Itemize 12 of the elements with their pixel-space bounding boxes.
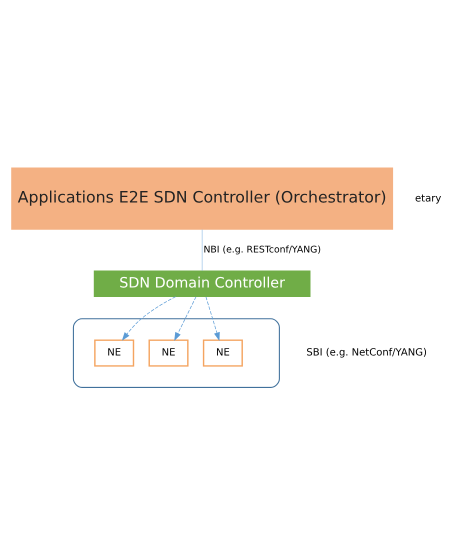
arrow <box>206 296 220 341</box>
node-box: SDN Domain Controller <box>94 270 310 296</box>
node-box: NE <box>148 339 189 366</box>
arrow <box>174 296 196 340</box>
label: SBI (e.g. NetConf/YANG) <box>306 347 427 358</box>
node-box: NE <box>94 339 134 366</box>
edge-label: NBI (e.g. RESTconf/YANG) <box>203 244 321 256</box>
label: etary <box>415 192 442 204</box>
node-box: Applications E2E SDN Controller (Orchestrator) <box>11 167 394 230</box>
node-box: NE <box>202 339 243 366</box>
arrow <box>122 296 176 340</box>
cluster <box>72 318 280 388</box>
